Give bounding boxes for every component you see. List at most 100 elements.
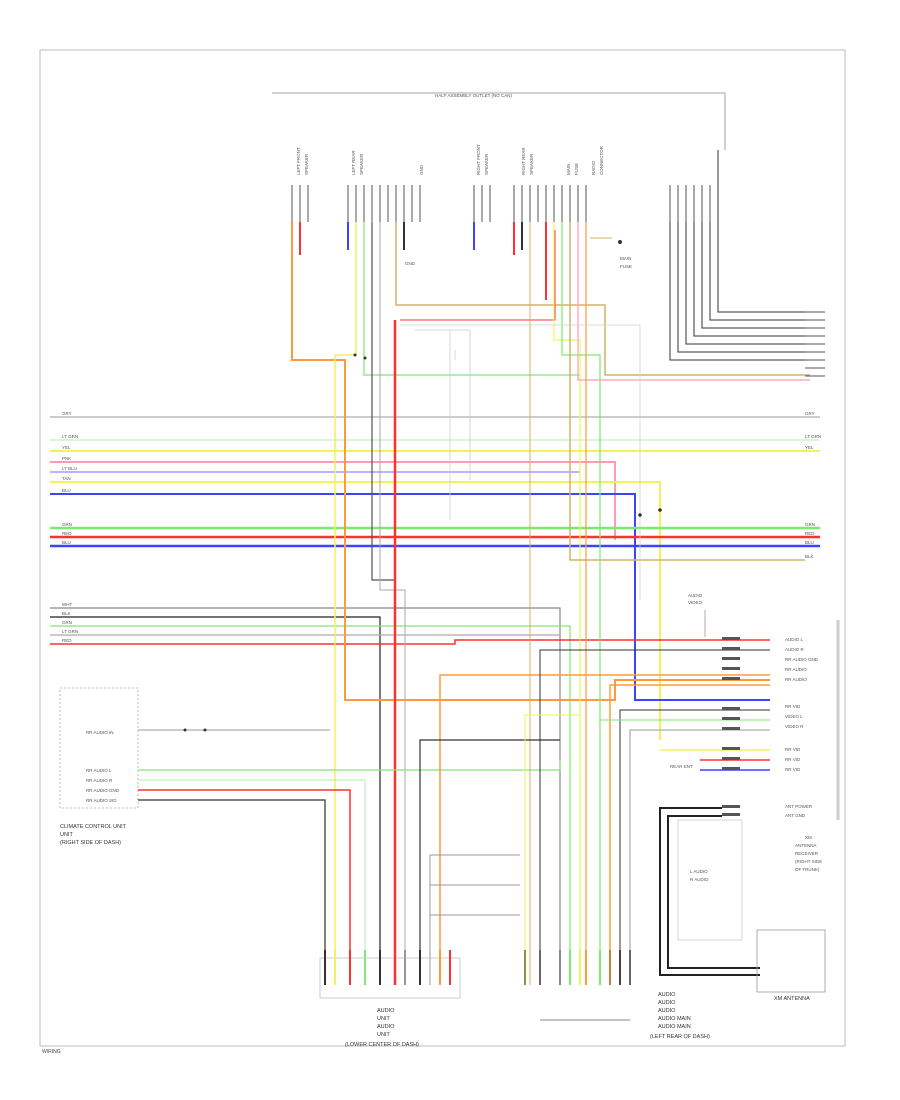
bottom-right-caption-4: AUDIO MAIN — [658, 1024, 691, 1030]
bottom-center-caption-4: (LOWER CENTER OF DASH) — [345, 1042, 419, 1048]
right-label-10: RR VID — [785, 767, 801, 772]
xm-antenna-box — [756, 929, 826, 993]
left-bus-label-6: BLU — [62, 488, 71, 493]
xm-inner-box — [677, 819, 743, 941]
bottom-right-caption-3: AUDIO MAIN — [658, 1016, 691, 1022]
xm-antenna-line-4: OF TRUNK) — [795, 867, 820, 872]
connector-label-right-rear: RIGHT REAR — [521, 147, 526, 175]
bottom-right-connector: AUDIO AUDIO AUDIO AUDIO MAIN AUDIO MAIN … — [524, 950, 710, 1040]
right-bus-label-3: GRN — [805, 522, 815, 527]
right-mid-wires — [524, 649, 770, 985]
left-bus-label-5: TAN — [62, 476, 71, 481]
bottom-center-wires — [419, 674, 770, 985]
right-label-11: ANT POWER — [785, 804, 813, 809]
horizontal-bus-color — [50, 450, 820, 740]
right-bus-label-0: GRY — [805, 411, 815, 416]
right-label-6: VIDEO L — [785, 714, 803, 719]
left-module-wires — [138, 729, 561, 985]
bottom-right-caption-1: AUDIO — [658, 1000, 676, 1006]
right-bus-label-1: LT GRN — [805, 434, 821, 439]
connector-label-left-front: LEFT FRONT — [296, 147, 301, 175]
right-label-5: RR VID — [785, 704, 801, 709]
note-fuse: FUSE — [620, 264, 632, 269]
connector-label-radio: RADIO — [591, 160, 596, 175]
left-bus-label-0: GRY — [62, 411, 72, 416]
note-main: MAIN — [620, 256, 631, 261]
horizontal-bus-thin — [50, 416, 820, 441]
left-module: RR AUDIO IN RR AUDIO L RR AUDIO R RR AUD… — [59, 687, 139, 846]
connector-label-right-front: RIGHT FRONT — [476, 144, 481, 175]
left-module-caption-0: CLIMATE CONTROL UNIT — [60, 824, 127, 830]
left-module-pin-4: RR AUDIO SIG — [86, 798, 117, 803]
right-bus-label-6: BLK — [805, 554, 814, 559]
bottom-center-caption-2: AUDIO — [377, 1024, 395, 1030]
bottom-center-connector: AUDIO UNIT AUDIO UNIT (LOWER CENTER OF D… — [319, 950, 461, 1048]
junction-dots — [183, 240, 662, 732]
left-bus-label-12: BLK — [62, 611, 71, 616]
left-module-pin-2: RR AUDIO R — [86, 778, 113, 783]
vertical-runs — [291, 222, 810, 985]
left-bus-label-8: RED — [62, 531, 72, 536]
left-module-box — [59, 687, 139, 809]
connector-notes: GND MAIN FUSE — [405, 256, 632, 269]
left-module-caption-2: (RIGHT SIDE OF DASH) — [60, 840, 121, 846]
bottom-right-caption-2: AUDIO — [658, 1008, 676, 1014]
connector-sub-left-rear: SPEAKER — [359, 153, 364, 175]
xm-antenna-line-3: (RIGHT SIDE — [795, 859, 822, 864]
thin-guides — [400, 324, 641, 600]
left-bus-labels: GRY LT GRN YEL PNK LT BLU TAN BLU GRN RE… — [62, 411, 78, 643]
left-bus-label-9: BLU — [62, 540, 71, 545]
page-ref: WIRING — [42, 1049, 61, 1055]
left-module-caption-1: UNIT — [60, 832, 73, 838]
connector-sub-right-front: SPEAKER — [484, 153, 489, 175]
top-right-bundle — [669, 150, 805, 361]
note-gnd: GND — [405, 261, 416, 266]
left-bus-label-10: GRN — [62, 620, 72, 625]
diagram-frame — [39, 49, 846, 1047]
xm-antenna-title: XM ANTENNA — [774, 996, 810, 1002]
connector-label-gnd: GND — [419, 164, 424, 175]
right-bus-label-2: YEL — [805, 445, 814, 450]
right-sublabel-1: VIDEO — [688, 600, 703, 605]
connector-sub-radio: CONNECTOR — [599, 145, 604, 175]
left-module-pin-1: RR AUDIO L — [86, 768, 112, 773]
top-pin-ticks — [291, 185, 711, 222]
bottom-center-caption-1: UNIT — [377, 1016, 390, 1022]
right-sublabel-2: REAR ENT — [670, 764, 693, 769]
xm-antenna-line-2: RECEIVER — [795, 851, 819, 856]
right-label-8: RR VID — [785, 747, 801, 752]
right-bus-label-5: BLU — [805, 540, 814, 545]
xm-inner-0: L AUDIO — [690, 869, 708, 874]
right-bus-labels: GRY LT GRN YEL GRN RED BLU BLK — [805, 411, 821, 559]
right-edge-pins — [805, 311, 825, 377]
left-module-pin-3: RR AUDIO GND — [86, 788, 120, 793]
left-bus-label-1: LT GRN — [62, 434, 78, 439]
left-module-pin-0: RR AUDIO IN — [86, 730, 114, 735]
left-bus-label-2: YEL — [62, 445, 71, 450]
right-label-1: AUDIO R — [785, 647, 805, 652]
xm-inner-1: R AUDIO — [690, 877, 709, 882]
left-mid-bus — [50, 607, 770, 985]
right-label-4: RR AUDIO — [785, 677, 807, 682]
bottom-center-caption-0: AUDIO — [377, 1008, 395, 1014]
connector-label-main: MAIN — [566, 164, 571, 175]
connector-sub-main: FUSE — [574, 163, 579, 175]
right-bus-label-4: RED — [805, 531, 815, 536]
xm-antenna-line-0: XM — [805, 835, 812, 840]
top-connector-labels: LEFT FRONT SPEAKER LEFT REAR SPEAKER GND… — [296, 144, 604, 175]
bottom-right-caption-5: (LEFT REAR OF DASH) — [650, 1034, 710, 1040]
left-bus-label-14: LT GRN — [62, 629, 78, 634]
connector-label-left-rear: LEFT REAR — [351, 150, 356, 175]
bottom-center-caption-3: UNIT — [377, 1032, 390, 1038]
right-label-9: RR VID — [785, 757, 801, 762]
left-bus-label-13: WHT — [62, 602, 72, 607]
connector-sub-right-rear: SPEAKER — [529, 153, 534, 175]
right-connector-block: AUDIO L AUDIO R RR AUDIO GND RR AUDIO RR… — [670, 593, 840, 820]
left-bus-label-7: GRN — [62, 522, 72, 527]
left-bus-label-4: LT BLU — [62, 466, 77, 471]
right-label-2: RR AUDIO GND — [785, 657, 819, 662]
connector-sub-left-front: SPEAKER — [304, 153, 309, 175]
top-bus-label: HALF ASSEMBLY OUTLET (NO CAN) — [435, 93, 513, 98]
top-bus: HALF ASSEMBLY OUTLET (NO CAN) — [272, 92, 726, 150]
